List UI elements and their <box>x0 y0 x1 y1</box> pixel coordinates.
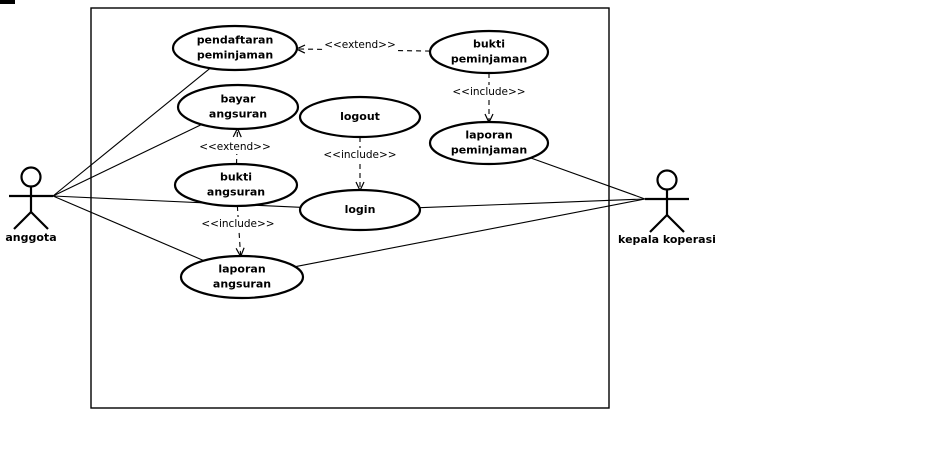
actor-leg-right <box>666 214 685 233</box>
use-case-label: bukti <box>220 171 252 184</box>
actor-label: kepala koperasi <box>618 233 716 246</box>
use-case-bukti_angsuran[interactable]: bukti angsuran <box>173 162 299 208</box>
use-case-bayar_angsuran[interactable]: bayar angsuran <box>176 83 300 131</box>
use-case-ellipse <box>298 95 422 139</box>
relationship-rel-extend-bukti-angsuran <box>232 127 242 165</box>
use-case-logout[interactable]: logout <box>298 95 422 139</box>
use-case-label: bayar <box>221 93 257 106</box>
stereotype-label-backdrop <box>453 85 525 99</box>
system-boundary-rect <box>90 7 610 409</box>
association-assoc-kepala-laporan-peminjaman <box>530 157 646 200</box>
use-case-ellipse <box>428 120 550 166</box>
use-case-ellipse <box>428 29 550 75</box>
association-assoc-anggota-pendaftaran <box>52 67 211 197</box>
stereotype-label-backdrop <box>324 38 396 52</box>
stereotype-label-backdrop <box>199 140 271 154</box>
stereotype-label-extend: <<extend>> <box>199 141 271 153</box>
actor-anggota[interactable]: anggota <box>5 166 57 245</box>
stereotype-label-include: <<include>> <box>323 149 396 161</box>
use-case-label: angsuran <box>207 186 265 199</box>
actor-kepala_koperasi[interactable]: kepala koperasi <box>618 169 716 247</box>
association-assoc-anggota-bayar <box>52 124 202 197</box>
actors-layer: anggota kepala koperasi <box>5 166 716 247</box>
use-case-bukti_peminjaman[interactable]: bukti peminjaman <box>428 29 550 75</box>
use-case-label: peminjaman <box>197 49 273 62</box>
stereotype-label-backdrop <box>202 217 274 231</box>
actor-leg-left <box>649 214 668 233</box>
use-case-ellipse <box>173 162 299 208</box>
actor-leg-left <box>13 211 32 230</box>
use-case-label: angsuran <box>213 278 271 291</box>
use-cases-layer: pendaftaran peminjaman bukti peminjaman baya… <box>171 24 550 300</box>
use-case-ellipse <box>298 188 422 232</box>
stereotype-label-backdrop <box>324 148 396 162</box>
use-case-label: bukti <box>473 38 505 51</box>
use-case-login[interactable]: login <box>298 188 422 232</box>
use-case-label: laporan <box>218 263 265 276</box>
use-case-pendaftaran_peminjaman[interactable]: pendaftaran peminjaman <box>171 24 299 72</box>
use-case-label: laporan <box>465 129 512 142</box>
association-assoc-anggota-laporan-angsuran <box>52 195 205 262</box>
actor-label: anggota <box>5 231 56 244</box>
use-case-label: pendaftaran <box>197 34 274 47</box>
corner-mark <box>0 0 15 4</box>
stereotype-label-include: <<include>> <box>452 86 525 98</box>
dependency-arrow-extend <box>232 127 242 165</box>
stereotype-label-extend: <<extend>> <box>324 39 396 51</box>
use-case-label: peminjaman <box>451 144 527 157</box>
use-case-ellipse <box>179 254 305 300</box>
stereotype-label-include: <<include>> <box>201 218 274 230</box>
use-case-ellipse <box>176 83 300 131</box>
use-case-laporan_angsuran[interactable]: laporan angsuran <box>179 254 305 300</box>
use-case-laporan_peminjaman[interactable]: laporan peminjaman <box>428 120 550 166</box>
use-case-label: logout <box>340 110 380 123</box>
actor-head <box>20 166 42 188</box>
use-case-label: peminjaman <box>451 53 527 66</box>
actor-leg-right <box>30 211 49 230</box>
use-case-label: angsuran <box>209 108 267 121</box>
association-assoc-kepala-login <box>419 198 646 209</box>
use-case-label: login <box>345 203 376 216</box>
use-case-ellipse <box>171 24 299 72</box>
association-assoc-kepala-laporan-angsuran <box>295 198 646 268</box>
stereotype-labels-layer: <<extend>> <<include>> <<extend>> <<include… <box>199 38 526 231</box>
actor-head <box>656 169 678 191</box>
